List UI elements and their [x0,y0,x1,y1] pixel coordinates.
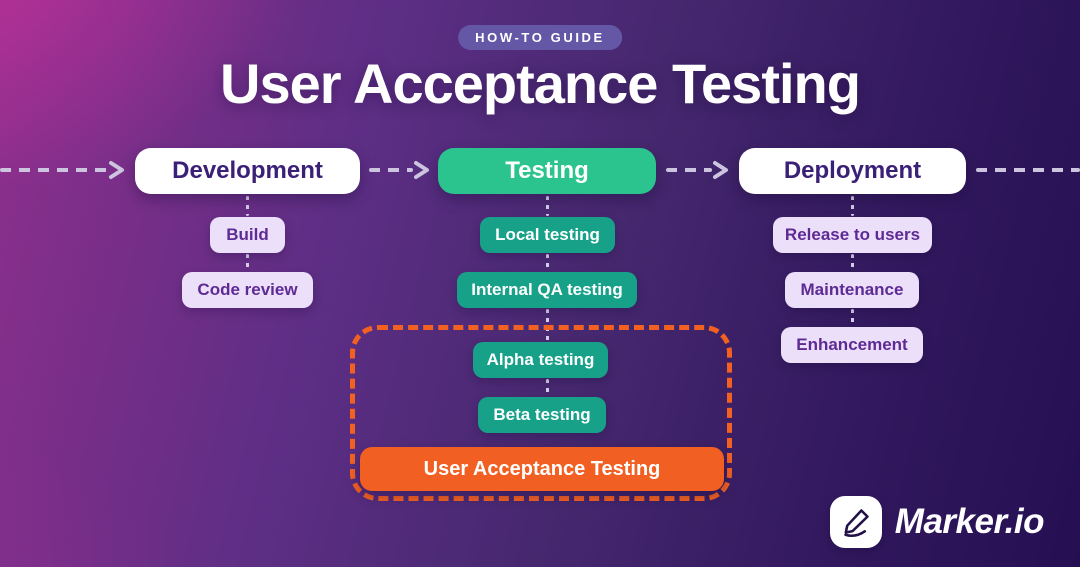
flow-dash-segment [976,168,1080,172]
arrowhead-icon [109,161,124,179]
connector-vertical [546,254,549,271]
page-title: User Acceptance Testing [220,52,861,115]
node-local-testing: Local testing [480,217,615,253]
marker-logo-text: Marker.io [894,502,1045,541]
connector-vertical [546,379,549,396]
stage-pill-deployment: Deployment [739,148,966,194]
node-beta-testing: Beta testing [478,397,606,433]
pen-icon [829,496,882,548]
node-release-to-users: Release to users [773,217,932,253]
stage-pill-development: Development [135,148,360,194]
connector-vertical [851,309,854,326]
node-internal-qa-testing: Internal QA testing [457,272,637,308]
node-alpha-testing: Alpha testing [473,342,608,378]
arrowhead-icon [713,161,728,179]
how-to-guide-badge: HOW-TO GUIDE [458,25,622,50]
node-code-review: Code review [182,272,313,308]
marker-logo: Marker.io [829,496,1045,548]
stage-pill-testing: Testing [438,148,656,194]
node-build: Build [210,217,285,253]
flow-dash-segment [666,168,712,172]
node-user-acceptance-testing: User Acceptance Testing [360,447,724,491]
node-maintenance: Maintenance [785,272,919,308]
connector-vertical [546,196,549,216]
uat-highlight-box [350,325,732,501]
flow-dash-segment [369,168,413,172]
node-enhancement: Enhancement [781,327,923,363]
connector-vertical [851,196,854,216]
flow-dash-segment [0,168,108,172]
arrowhead-icon [414,161,429,179]
connector-vertical [246,196,249,216]
connector-vertical [246,254,249,271]
connector-vertical [851,254,854,271]
